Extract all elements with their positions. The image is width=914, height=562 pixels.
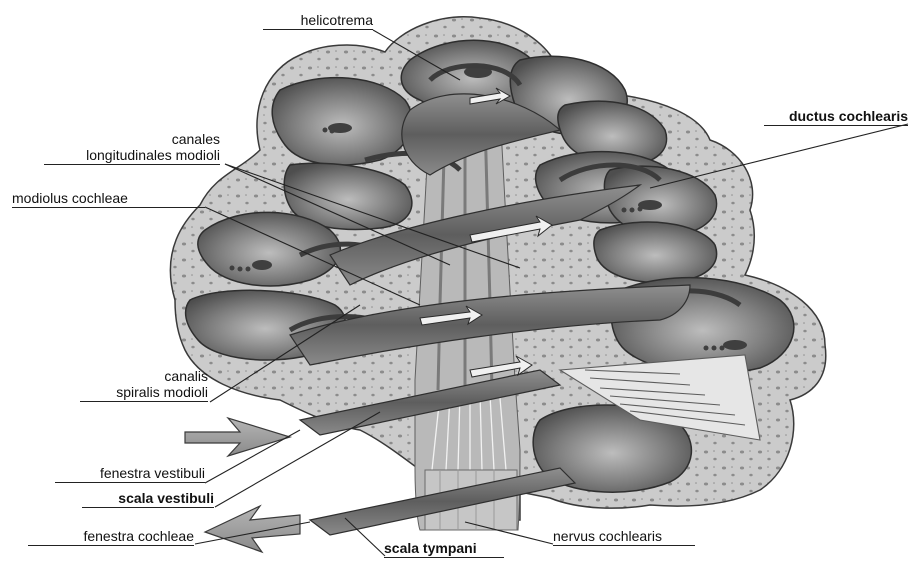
label-fenestra-vestibuli: fenestra vestibuli bbox=[55, 465, 205, 483]
label-canales-line2: longitudinales modioli bbox=[44, 147, 220, 165]
label-scala-tympani: scala tympani bbox=[384, 540, 504, 558]
label-modiolus-cochleae: modiolus cochleae bbox=[12, 190, 205, 208]
label-scala-vestibuli: scala vestibuli bbox=[82, 490, 214, 508]
chamber-mid-right-3 bbox=[594, 222, 717, 282]
label-ductus-cochlearis: ductus cochlearis bbox=[764, 108, 908, 126]
label-canalis-line1: canalis bbox=[80, 368, 208, 384]
arrow-out bbox=[205, 506, 300, 552]
label-fenestra-cochleae: fenestra cochleae bbox=[28, 528, 194, 546]
label-helicotrema: helicotrema bbox=[263, 12, 373, 30]
arrow-in bbox=[185, 418, 290, 456]
label-nervus-cochlearis: nervus cochlearis bbox=[553, 528, 695, 546]
label-canalis-line2: spiralis modioli bbox=[80, 384, 208, 402]
chamber-upper-left bbox=[272, 78, 412, 165]
label-canales-line1: canales bbox=[60, 131, 220, 147]
